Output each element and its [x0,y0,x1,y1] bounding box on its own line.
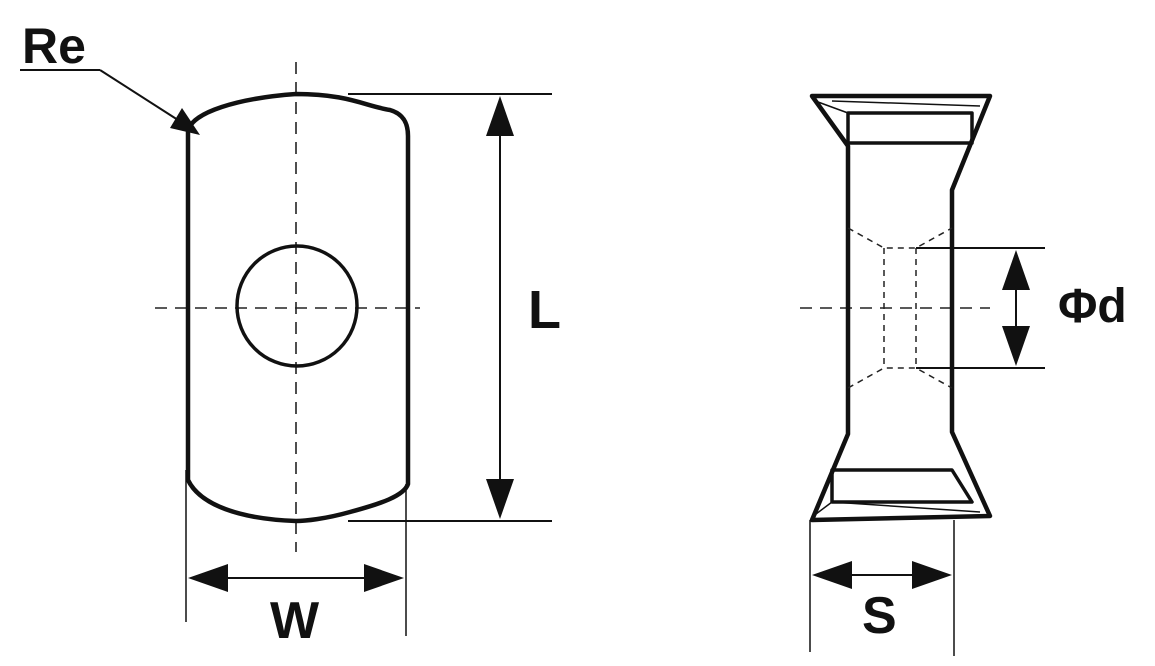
w-arrow-left [188,564,228,592]
radius-label: Re [22,18,86,74]
hole-hidden-lines [847,227,953,389]
l-arrow-bottom [486,479,514,519]
side-bottom-chamfer-line [831,501,981,513]
side-insert-outline [809,93,993,523]
side-top-chamfer-left [817,101,849,114]
side-top-flat [846,111,974,145]
side-bottom-flat [830,468,974,504]
center-hole [235,244,359,368]
diameter-label: Φd [1058,280,1127,333]
width-label: W [270,592,320,650]
side-view: Φd S [800,93,1127,656]
d-arrow-top [1002,250,1030,290]
front-insert-outline [185,91,411,524]
thickness-label: S [862,587,897,645]
s-arrow-left [812,561,852,589]
w-arrow-right [364,564,404,592]
s-arrow-right [912,561,952,589]
re-leader-line [99,69,179,121]
l-arrow-top [486,96,514,136]
side-bottom-chamfer-left [815,501,833,515]
side-top-chamfer-line [831,100,981,107]
length-label: L [528,280,561,340]
front-view: Re L W [20,18,561,650]
d-arrow-bottom [1002,326,1030,366]
re-leader-arrowhead [170,108,200,135]
